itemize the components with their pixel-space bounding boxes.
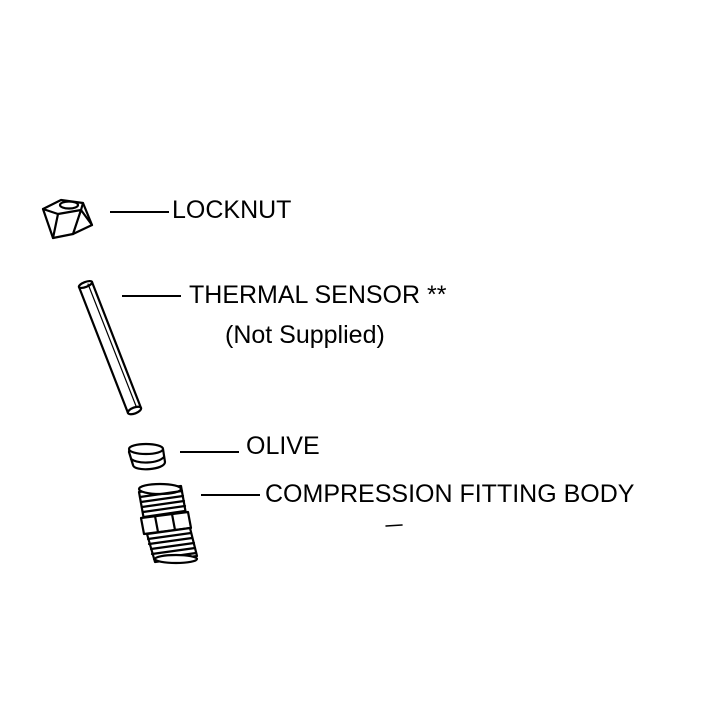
thermal-sensor-leader-line bbox=[122, 295, 181, 297]
thermal-sensor-drawing bbox=[77, 279, 143, 416]
olive-drawing bbox=[127, 442, 167, 471]
thermal-sensor-label: THERMAL SENSOR ** bbox=[189, 281, 447, 309]
fitting-body-leader-line bbox=[201, 494, 260, 496]
compression-fitting-body-drawing bbox=[137, 482, 199, 565]
olive-label: OLIVE bbox=[246, 432, 320, 460]
thermal-sensor-note: (Not Supplied) bbox=[225, 321, 385, 349]
stray-mark bbox=[385, 524, 403, 527]
locknut-leader-line bbox=[110, 211, 169, 213]
locknut-drawing bbox=[41, 198, 94, 240]
locknut-label: LOCKNUT bbox=[172, 196, 292, 224]
fitting-body-label: COMPRESSION FITTING BODY bbox=[265, 480, 635, 508]
olive-leader-line bbox=[180, 451, 239, 453]
